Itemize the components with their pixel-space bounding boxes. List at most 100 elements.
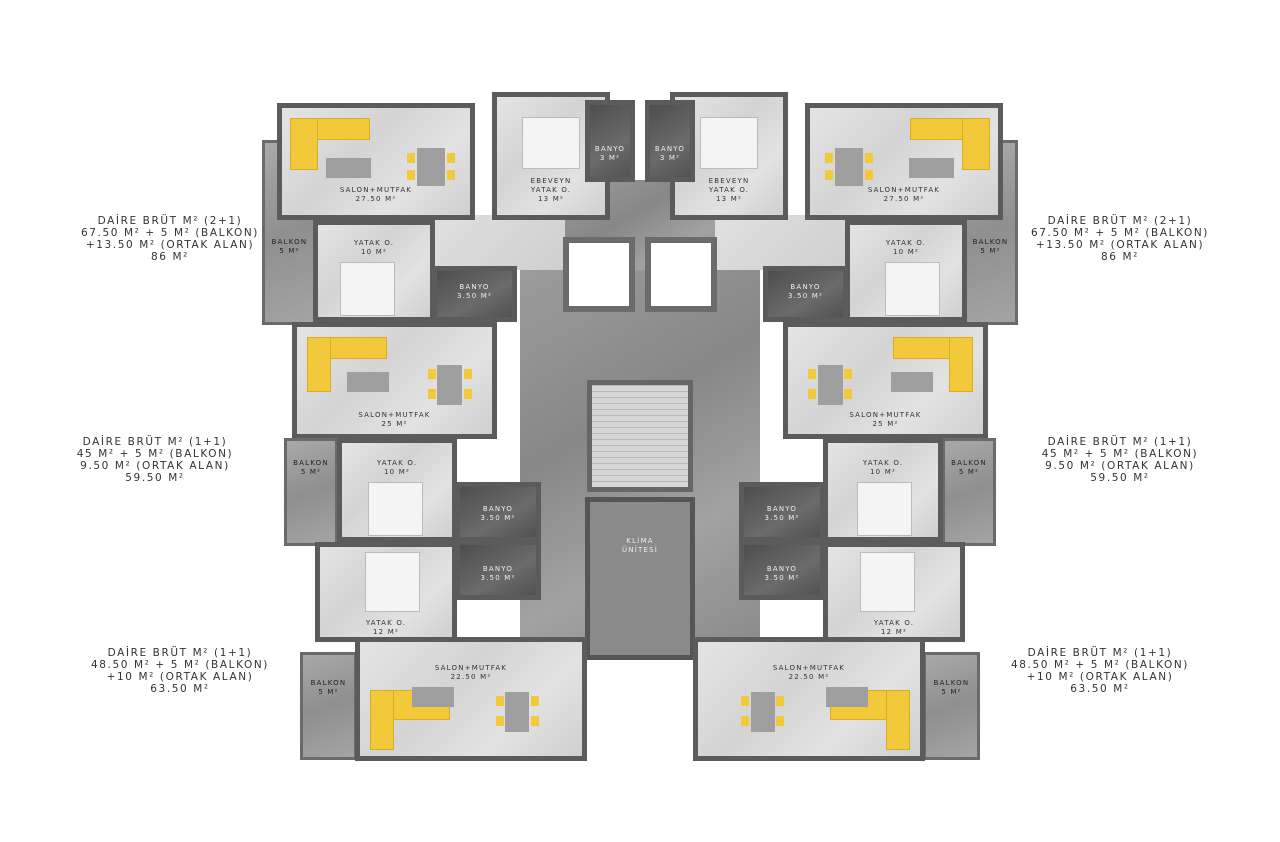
chair-icon (808, 369, 816, 379)
unit-total: 63.50 M² (150, 683, 210, 695)
bed-icon (522, 117, 580, 169)
room-area: 5 M² (980, 247, 1001, 255)
unit-type: DAİRE BRÜT M² (2+1) (1047, 215, 1193, 227)
room-area: 3.50 M² (480, 514, 516, 522)
dining-table-icon (751, 692, 775, 732)
chair-icon (428, 389, 436, 399)
unit-common-area: +13.50 M² (ORTAK ALAN) (1035, 239, 1205, 251)
chair-icon (447, 153, 455, 163)
unit-total: 86 M² (1101, 251, 1139, 263)
unit-summary-right-bottom: DAİRE BRÜT M² (1+1) 48.50 M² + 5 M² (BAL… (970, 647, 1230, 695)
room-name: YATAK O. (376, 459, 418, 467)
staircase (587, 380, 693, 492)
room-area: 5 M² (279, 247, 300, 255)
room-name: SALON+MUTFAK (867, 186, 941, 194)
room-name: BALKON (271, 238, 308, 246)
room-name: BALKON (951, 459, 987, 467)
unit-area: 48.50 M² + 5 M² (BALKON) (1010, 659, 1190, 671)
room-name: EBEVEYN (708, 177, 750, 185)
room-area: 12 M² (373, 628, 399, 636)
room-name: KLİMA (626, 537, 654, 545)
chair-icon (464, 369, 472, 379)
room-area: 3 M² (659, 154, 681, 162)
room-area: 22.50 M² (450, 673, 492, 681)
sofa-icon (886, 690, 910, 750)
unit-common-area: +10 M² (ORTAK ALAN) (1026, 671, 1174, 683)
room-name: YATAK O. (862, 459, 904, 467)
unit-common-area: +13.50 M² (ORTAK ALAN) (85, 239, 255, 251)
bed-icon (700, 117, 758, 169)
chair-icon (776, 696, 784, 706)
room-area: 10 M² (870, 468, 896, 476)
room-name: BANYO (790, 283, 821, 291)
room-area: 27.50 M² (883, 195, 925, 203)
bed-icon (365, 552, 420, 612)
bed-icon (860, 552, 915, 612)
right-hall-top (715, 215, 850, 270)
room-area: 25 M² (381, 420, 408, 428)
unit-area: 67.50 M² + 5 M² (BALKON) (80, 227, 260, 239)
room-area: 27.50 M² (355, 195, 397, 203)
room-area: 3.50 M² (456, 292, 493, 300)
room-area: 12 M² (881, 628, 907, 636)
room-name: SALON+MUTFAK (849, 411, 922, 419)
room-name: BALKON (293, 459, 329, 467)
left-yatak-mid: YATAK O.10 M² (337, 438, 457, 542)
unit-total: 59.50 M² (1090, 472, 1150, 484)
room-area: 3.50 M² (480, 574, 516, 582)
room-name2: ÜNİTESİ (621, 546, 659, 554)
unit-area: 67.50 M² + 5 M² (BALKON) (1030, 227, 1210, 239)
unit-summary-left-bottom: DAİRE BRÜT M² (1+1) 48.50 M² + 5 M² (BAL… (50, 647, 310, 695)
chair-icon (844, 389, 852, 399)
bed-icon (857, 482, 912, 536)
unit-type: DAİRE BRÜT M² (1+1) (107, 647, 253, 659)
room-name: YATAK O. (365, 619, 407, 627)
chair-icon (496, 696, 504, 706)
room-name: EBEVEYN (530, 177, 572, 185)
sofa-icon (370, 690, 394, 750)
sofa-icon (962, 118, 990, 170)
room-area: 13 M² (716, 195, 742, 203)
bed-icon (340, 262, 395, 316)
chair-icon (865, 170, 873, 180)
room-area: 3 M² (599, 154, 621, 162)
coffee-table-icon (412, 687, 454, 707)
unit-area: 45 M² + 5 M² (BALKON) (1041, 448, 1199, 460)
room-area: 3.50 M² (764, 574, 800, 582)
chair-icon (428, 369, 436, 379)
unit-type: DAİRE BRÜT M² (1+1) (1047, 436, 1193, 448)
unit-area: 45 M² + 5 M² (BALKON) (76, 448, 234, 460)
room-name: BANYO (766, 565, 798, 573)
room-label: YATAK O.12 M² (828, 619, 960, 637)
room-name: BALKON (310, 679, 347, 687)
dining-table-icon (835, 148, 863, 186)
room-area: 5 M² (941, 688, 962, 696)
room-area: 10 M² (361, 248, 387, 256)
chair-icon (531, 696, 539, 706)
right-yatak-top: YATAK O.10 M² (845, 220, 967, 322)
chair-icon (865, 153, 873, 163)
sofa-icon (290, 118, 318, 170)
left-hall-top (430, 215, 565, 270)
chair-icon (407, 170, 415, 180)
room-name: BANYO (654, 145, 686, 153)
dining-table-icon (505, 692, 529, 732)
